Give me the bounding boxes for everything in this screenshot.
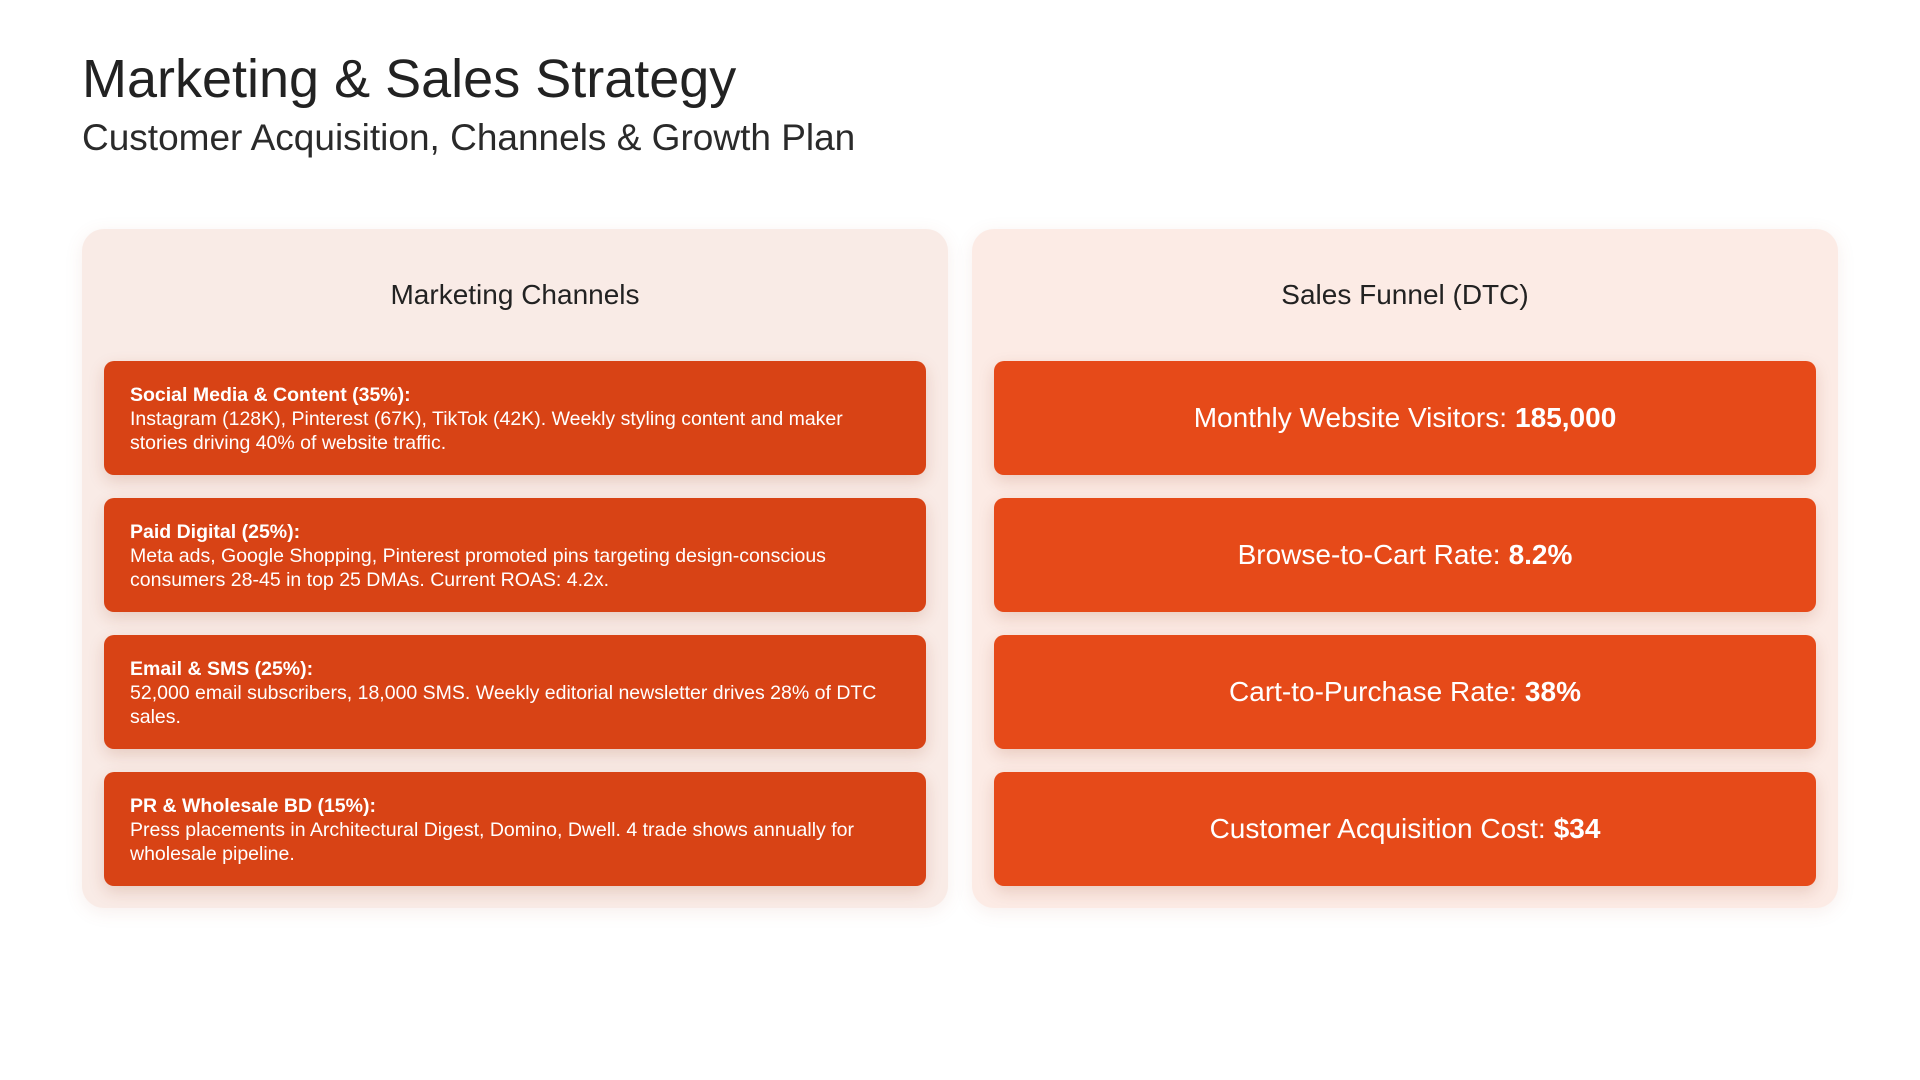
channel-card: Email & SMS (25%): 52,000 email subscrib…: [104, 635, 926, 749]
funnel-label: Cart-to-Purchase Rate:: [1229, 676, 1517, 707]
funnel-card: Cart-to-Purchase Rate:38%: [994, 635, 1816, 749]
channel-text: Instagram (128K), Pinterest (67K), TikTo…: [130, 408, 843, 454]
funnel-value: 8.2%: [1508, 539, 1573, 570]
funnel-value: 185,000: [1515, 402, 1617, 433]
funnel-label: Browse-to-Cart Rate:: [1237, 539, 1501, 570]
channel-text: Press placements in Architectural Digest…: [130, 819, 854, 865]
funnel-card: Monthly Website Visitors:185,000: [994, 361, 1816, 475]
channel-title: Email & SMS (25%):: [130, 658, 314, 680]
funnel-value: $34: [1553, 813, 1601, 844]
channel-card: Social Media & Content (35%): Instagram …: [104, 361, 926, 475]
channel-card: PR & Wholesale BD (15%): Press placement…: [104, 772, 926, 886]
channel-title: Social Media & Content (35%):: [130, 384, 411, 406]
funnel-label: Monthly Website Visitors:: [1193, 402, 1508, 433]
channel-title: PR & Wholesale BD (15%):: [130, 795, 376, 817]
funnel-value: 38%: [1524, 676, 1581, 707]
channel-text: Meta ads, Google Shopping, Pinterest pro…: [130, 545, 826, 591]
sales-funnel-panel: Sales Funnel (DTC) Monthly Website Visit…: [972, 229, 1838, 908]
channel-title: Paid Digital (25%):: [130, 521, 301, 543]
page-title: Marketing & Sales Strategy: [82, 49, 737, 109]
marketing-channels-panel: Marketing Channels Social Media & Conten…: [82, 229, 948, 908]
funnel-card: Browse-to-Cart Rate:8.2%: [994, 498, 1816, 612]
channel-card: Paid Digital (25%): Meta ads, Google Sho…: [104, 498, 926, 612]
channel-text: 52,000 email subscribers, 18,000 SMS. We…: [130, 682, 877, 728]
panel-heading: Marketing Channels: [390, 279, 640, 310]
page-subtitle: Customer Acquisition, Channels & Growth …: [82, 117, 856, 158]
panel-heading: Sales Funnel (DTC): [1281, 279, 1529, 310]
funnel-label: Customer Acquisition Cost:: [1209, 813, 1546, 844]
funnel-card: Customer Acquisition Cost:$34: [994, 772, 1816, 886]
